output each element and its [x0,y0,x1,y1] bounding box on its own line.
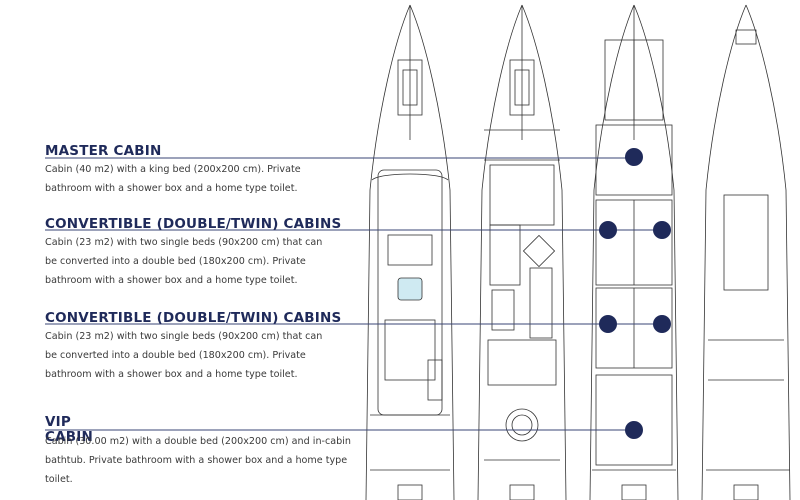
description-line: Cabin (40 m2) with a king bed (200x200 c… [45,164,301,175]
convertible-cabins-description: Cabin (23 m2) with two single beds (90x2… [45,233,335,290]
description-line: bathtub. Private bathroom with a shower … [45,455,348,466]
convertible-cabins-title: CONVERTIBLE (DOUBLE/TWIN) CABINS [45,216,342,232]
vip-title-line: CABIN [45,429,93,445]
convertible-cabin-marker [653,221,671,239]
description-line: be converted into a double bed (180x200 … [45,256,306,267]
convertible-cabins-title: CONVERTIBLE (DOUBLE/TWIN) CABINS [45,310,342,326]
convertible-cabin-marker [653,315,671,333]
sun-deck-plan [365,4,455,500]
master-cabin-marker [625,148,643,166]
description-line: Cabin (23 m2) with two single beds (90x2… [45,331,323,342]
description-line: bathroom with a shower box and a home ty… [45,275,298,286]
convertible-cabin-marker [599,315,617,333]
master-cabin-description: Cabin (40 m2) with a king bed (200x200 c… [45,160,335,198]
description-line: be converted into a double bed (180x200 … [45,350,306,361]
vip-cabin-marker [625,421,643,439]
vip-cabin-title: VIP CABIN [45,415,93,445]
convertible-cabins-description: Cabin (23 m2) with two single beds (90x2… [45,327,335,384]
vip-cabin-description: Cabin (30.00 m2) with a double bed (200x… [45,432,351,489]
description-line: bathroom with a shower box and a home ty… [45,369,298,380]
lower-deck-plan [589,4,679,500]
description-line: Cabin (23 m2) with two single beds (90x2… [45,237,323,248]
description-line: Cabin (30.00 m2) with a double bed (200x… [45,436,351,447]
convertible-cabin-marker [599,221,617,239]
master-cabin-title: MASTER CABIN [45,143,162,159]
main-deck-plan [477,4,567,500]
tank-deck-plan [701,4,791,500]
description-line: bathroom with a shower box and a home ty… [45,183,298,194]
description-line: toilet. [45,474,73,485]
vip-title-line: VIP [45,414,71,430]
